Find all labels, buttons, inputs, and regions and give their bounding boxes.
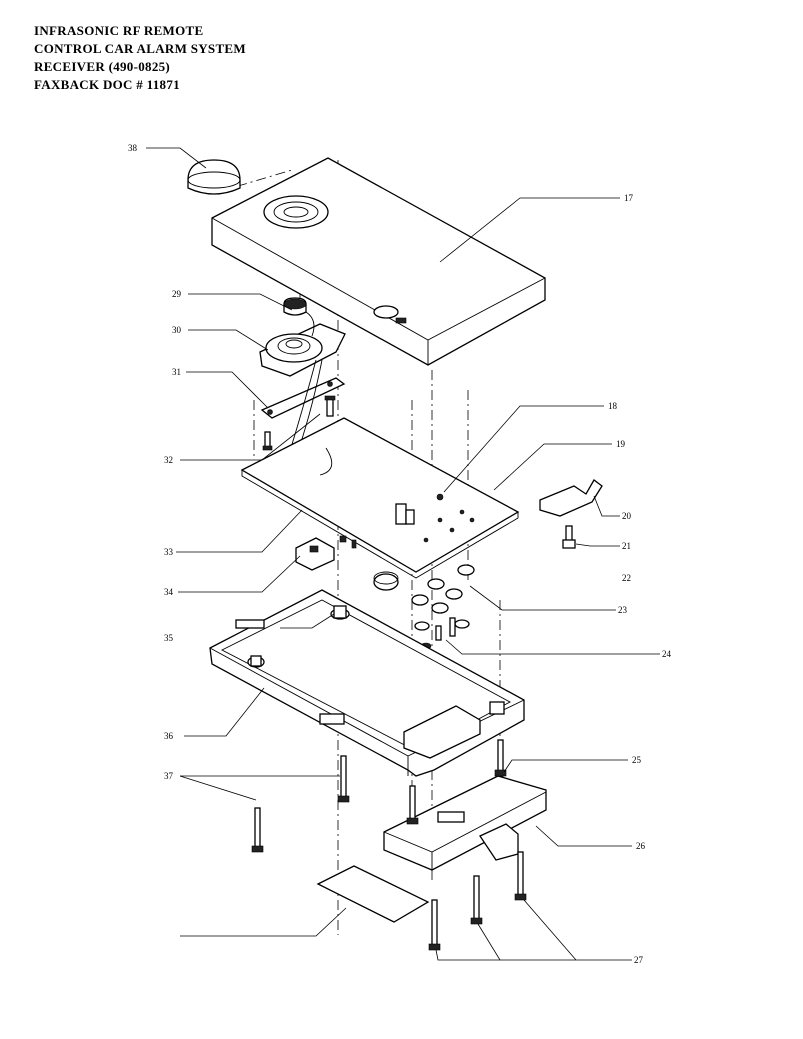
title-line-3: RECEIVER (490-0825) <box>34 59 171 74</box>
callout-17: 17 <box>624 193 634 203</box>
callout-26: 26 <box>636 841 646 851</box>
base-housing <box>209 589 525 777</box>
title-line-2: CONTROL CAR ALARM SYSTEM <box>34 41 246 56</box>
callout-29: 29 <box>172 289 182 299</box>
retaining-clip <box>539 479 603 517</box>
standoffs <box>411 564 475 650</box>
callout-22: 22 <box>622 573 631 583</box>
bottom-cover-plate <box>316 865 430 923</box>
lower-screws <box>428 851 527 951</box>
callout-19: 19 <box>616 439 626 449</box>
long-screws <box>251 739 507 853</box>
wire-connector <box>295 537 335 571</box>
document-title: INFRASONIC RF REMOTE CONTROL CAR ALARM S… <box>34 22 246 94</box>
callout-34: 34 <box>164 587 174 597</box>
knob-cap <box>187 159 241 195</box>
callout-31: 31 <box>172 367 181 377</box>
callout-35: 35 <box>164 633 174 643</box>
callout-33: 33 <box>164 547 174 557</box>
title-line-4: FAXBACK DOC # 11871 <box>34 77 180 92</box>
callout-21: 21 <box>622 541 631 551</box>
callout-18: 18 <box>608 401 618 411</box>
piezo-cylinder <box>283 297 307 316</box>
callout-27: 27 <box>634 955 644 965</box>
grommet <box>373 571 399 591</box>
bracket-screws <box>262 395 336 451</box>
top-cover <box>211 157 546 366</box>
callout-20: 20 <box>622 511 632 521</box>
callout-32: 32 <box>164 455 173 465</box>
title-line-1: INFRASONIC RF REMOTE <box>34 23 204 38</box>
callout-38: 38 <box>128 143 138 153</box>
callout-23: 23 <box>618 605 628 615</box>
speaker-assembly <box>259 311 346 377</box>
callout-37: 37 <box>164 771 174 781</box>
callout-labels: 38 17 29 30 31 32 18 19 20 21 22 23 24 2… <box>128 143 672 965</box>
callout-24: 24 <box>662 649 672 659</box>
callout-25: 25 <box>632 755 642 765</box>
mounting-bracket <box>260 377 346 419</box>
callout-30: 30 <box>172 325 182 335</box>
leader-lines <box>146 147 660 961</box>
clip-screw <box>562 525 576 549</box>
callout-36: 36 <box>164 731 174 741</box>
circuit-board <box>240 417 520 579</box>
